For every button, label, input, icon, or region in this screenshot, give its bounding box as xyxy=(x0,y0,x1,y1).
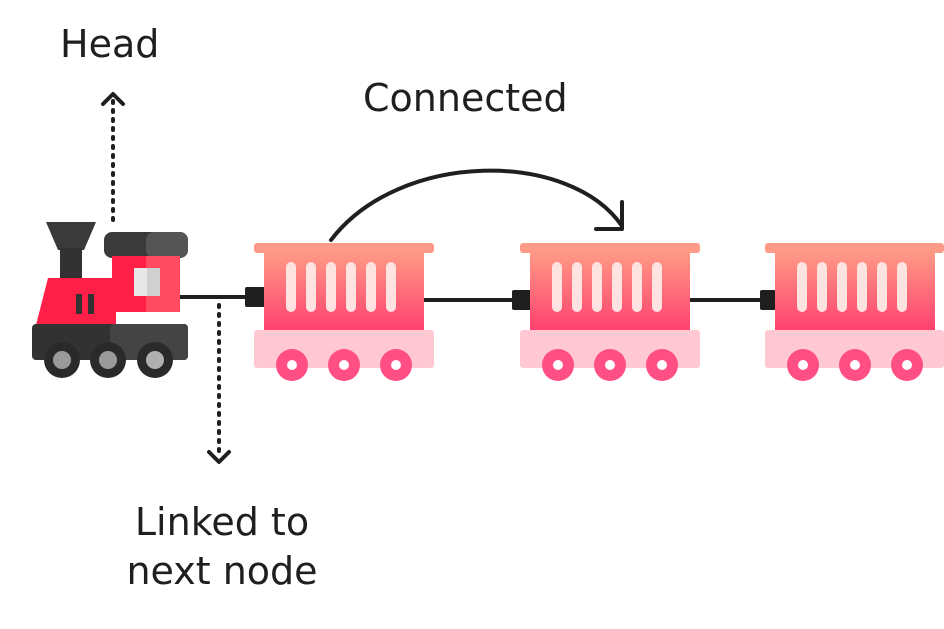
coupling-links xyxy=(180,287,776,310)
linked-to-next-node-label: Linked to next node xyxy=(114,498,330,597)
coupler-wagon1 xyxy=(245,287,265,307)
coupler-wagon3 xyxy=(760,290,776,310)
head-label: Head xyxy=(60,22,160,66)
connected-label: Connected xyxy=(363,76,568,120)
linked-label-line-1: Linked to xyxy=(134,500,310,544)
next-pointer-arrow xyxy=(207,303,231,464)
wagon-node-3 xyxy=(765,243,944,381)
wagon-node-2 xyxy=(520,243,700,381)
linked-label-line-2: next node xyxy=(126,549,318,594)
connected-curve-arrow xyxy=(329,168,624,242)
head-pointer-arrow xyxy=(101,92,125,222)
engine-icon xyxy=(32,222,188,378)
coupler-wagon2 xyxy=(512,290,532,310)
wagon-node-1 xyxy=(254,243,434,381)
